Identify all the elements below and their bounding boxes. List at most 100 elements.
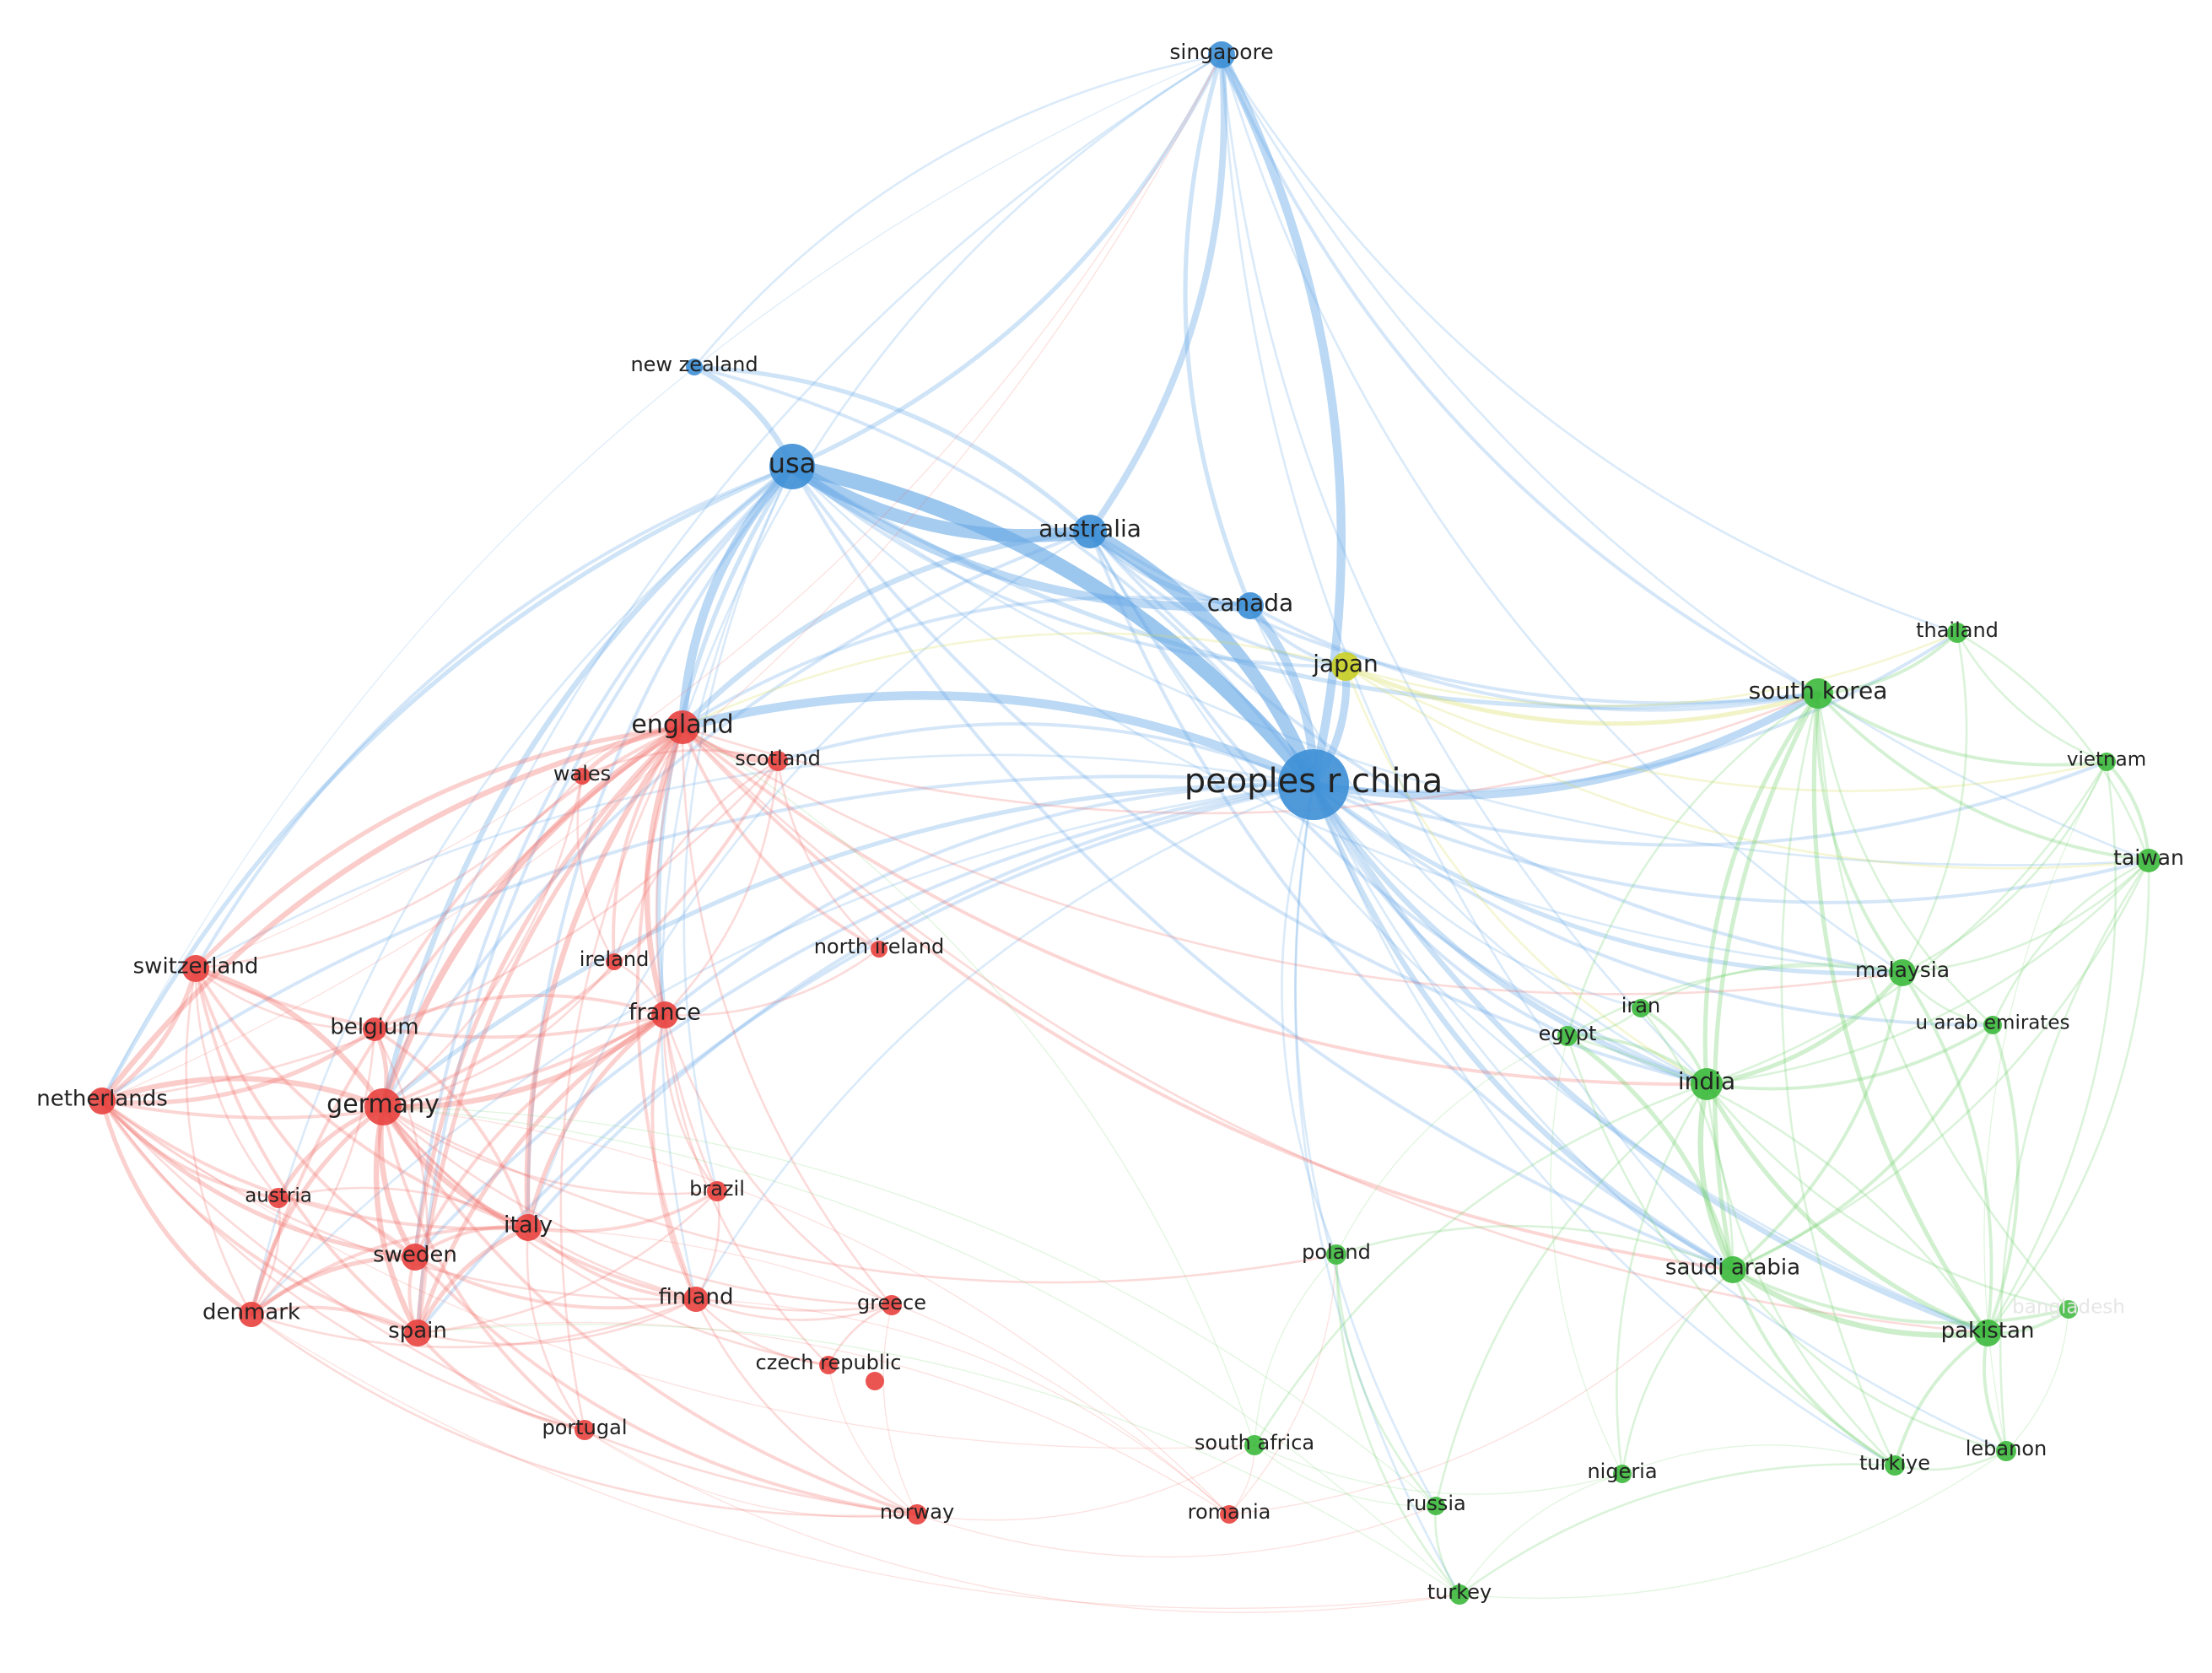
collaboration-link	[681, 726, 1708, 1087]
collaboration-link	[526, 1012, 667, 1230]
country-node-turkiye[interactable]	[1885, 1455, 1905, 1476]
collaboration-link	[1249, 604, 1820, 712]
country-node-south-korea[interactable]	[1803, 678, 1833, 709]
collaboration-link	[415, 725, 685, 1336]
collaboration-link	[660, 465, 794, 1301]
collaboration-link	[250, 1225, 530, 1316]
country-label: scotland	[735, 747, 821, 770]
country-node-portugal[interactable]	[575, 1420, 595, 1440]
country-node-pakistan[interactable]	[1974, 1320, 2001, 1346]
country-node-lebanon[interactable]	[1996, 1441, 2016, 1461]
collaboration-link	[1344, 665, 2108, 792]
country-label: sweden	[373, 1243, 457, 1268]
collaboration-link	[194, 967, 419, 1335]
country-node-unlabeled[interactable]	[866, 1372, 884, 1390]
collaboration-link	[1312, 783, 2150, 904]
collaboration-link	[1893, 1449, 2008, 1471]
country-node-canada[interactable]	[1237, 592, 1264, 619]
collaboration-link	[413, 1225, 530, 1259]
country-node-usa[interactable]	[769, 444, 815, 489]
collaboration-link	[1986, 1023, 2020, 1335]
country-node-belgium[interactable]	[363, 1017, 386, 1041]
collaboration-link	[381, 1105, 919, 1516]
country-node-new-zealand[interactable]	[686, 359, 703, 375]
country-node-peoples-r-china[interactable]	[1278, 749, 1349, 820]
country-node-taiwan[interactable]	[2137, 849, 2161, 872]
country-node-romania[interactable]	[1220, 1505, 1238, 1524]
country-node-denmark[interactable]	[239, 1302, 264, 1327]
country-node-russia[interactable]	[1427, 1497, 1445, 1515]
country-node-japan[interactable]	[1331, 652, 1360, 681]
collaboration-link	[1901, 859, 2150, 974]
country-node-scotland[interactable]	[768, 751, 788, 771]
country-node-vietnam[interactable]	[2097, 753, 2116, 771]
country-node-austria[interactable]	[268, 1188, 289, 1208]
collaboration-link	[681, 692, 1820, 815]
country-node-malaysia[interactable]	[1889, 959, 1916, 986]
country-node-norway[interactable]	[907, 1504, 927, 1525]
collaboration-link	[100, 1027, 377, 1105]
country-node-south-africa[interactable]	[1244, 1435, 1265, 1455]
collaboration-link	[417, 1321, 1230, 1515]
country-node-spain[interactable]	[404, 1320, 431, 1346]
collaboration-link	[416, 783, 1315, 1335]
country-label: romania	[1188, 1500, 1271, 1524]
collaboration-link	[413, 783, 1315, 1259]
collaboration-link	[194, 967, 417, 1259]
country-label: vietnam	[2067, 749, 2146, 771]
collaboration-link	[1566, 692, 1820, 1038]
country-node-england[interactable]	[666, 710, 699, 744]
collaboration-link	[1335, 1253, 1438, 1508]
country-node-sweden[interactable]	[402, 1244, 429, 1271]
collaboration-link	[679, 528, 1093, 731]
collaboration-link	[1566, 1034, 1989, 1335]
country-node-turkey[interactable]	[1449, 1584, 1470, 1605]
country-label: italy	[504, 1212, 553, 1239]
country-node-finland[interactable]	[683, 1287, 709, 1312]
collaboration-link	[785, 460, 1097, 542]
collaboration-link	[580, 748, 780, 778]
country-node-wales[interactable]	[574, 768, 591, 785]
collaboration-link	[1310, 781, 1736, 1273]
country-node-singapore[interactable]	[1208, 41, 1235, 68]
country-node-india[interactable]	[1691, 1068, 1723, 1100]
collaboration-link	[100, 1099, 419, 1335]
country-node-iran[interactable]	[1632, 999, 1650, 1017]
country-node-italy[interactable]	[515, 1214, 542, 1241]
country-node-saudi-arabia[interactable]	[1719, 1256, 1746, 1283]
collaboration-link	[195, 54, 1222, 969]
collaboration-link	[1986, 760, 2118, 1335]
country-node-netherlands[interactable]	[89, 1087, 116, 1114]
collaboration-link	[381, 1105, 719, 1195]
collaboration-link	[382, 1106, 1460, 1595]
collaboration-link	[693, 365, 1315, 786]
country-node-u-arab-emirates[interactable]	[1983, 1016, 2002, 1034]
country-node-czech-republic[interactable]	[819, 1356, 838, 1374]
country-node-brazil[interactable]	[707, 1181, 727, 1201]
collaboration-link	[1254, 1444, 1437, 1507]
country-node-ireland[interactable]	[606, 953, 623, 970]
country-node-switzerland[interactable]	[182, 955, 209, 982]
country-node-nigeria[interactable]	[1613, 1465, 1632, 1483]
collaboration-link	[1731, 1268, 1896, 1467]
country-node-bangladesh[interactable]	[2059, 1300, 2078, 1319]
country-label: ireland	[580, 947, 650, 971]
collaboration-link	[1312, 783, 1896, 1467]
country-label: peoples r china	[1184, 762, 1443, 801]
country-node-germany[interactable]	[364, 1088, 402, 1125]
collaboration-link	[1228, 1254, 1337, 1515]
country-node-france[interactable]	[651, 1001, 678, 1028]
collaboration-link	[692, 364, 1093, 534]
collaboration-link	[250, 726, 684, 1316]
country-node-north-ireland[interactable]	[871, 941, 887, 958]
country-node-poland[interactable]	[1326, 1244, 1346, 1265]
country-label: thailand	[1916, 618, 1999, 642]
collaboration-link	[694, 783, 1315, 1301]
collaboration-link	[1566, 1034, 1896, 1467]
country-node-australia[interactable]	[1073, 515, 1107, 548]
country-node-thailand[interactable]	[1947, 623, 1967, 643]
country-node-greece[interactable]	[882, 1295, 902, 1315]
collaboration-link	[194, 967, 666, 1039]
country-node-egypt[interactable]	[1557, 1026, 1578, 1046]
collaboration-link	[1705, 1082, 2070, 1311]
